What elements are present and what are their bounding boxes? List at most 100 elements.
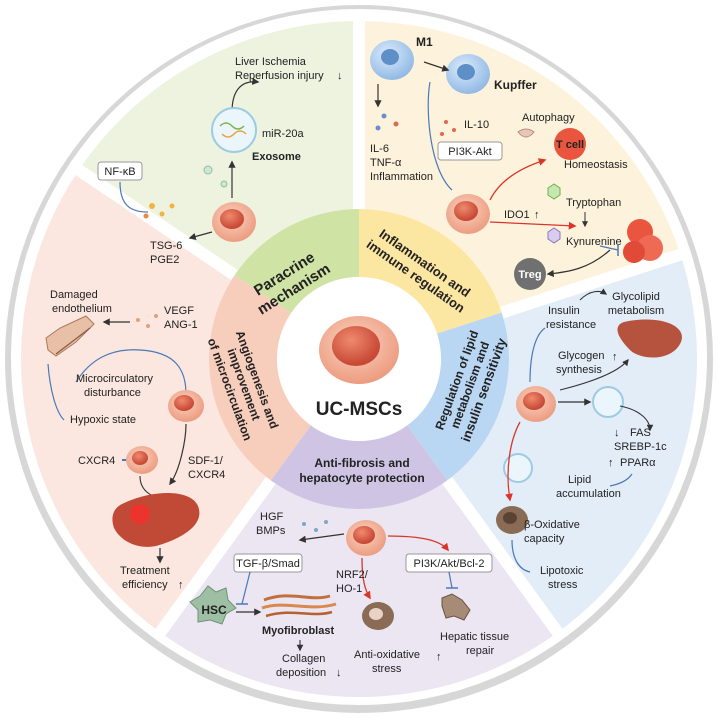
ppar-inhibit-line	[609, 473, 633, 487]
nfkb-box	[97, 161, 143, 181]
stress-label: stress	[548, 579, 578, 591]
disturbance-label: disturbance	[84, 387, 141, 399]
msc-nucleus	[174, 395, 194, 411]
factor-dot	[159, 211, 165, 217]
cxcr4-label: CXCR4	[78, 455, 115, 467]
nrf2-label: NRF2/	[336, 569, 369, 581]
kyn-to-treg-arrow	[546, 249, 611, 278]
inner-ring	[208, 209, 509, 510]
collagen-down-arrow: ↓	[336, 667, 342, 679]
deposition-label: deposition	[276, 667, 326, 679]
autophagosome-icon	[517, 128, 535, 138]
angio-sector-bg	[20, 169, 271, 633]
hsc-icon	[189, 585, 237, 625]
exosome-icon	[211, 107, 257, 153]
srebp-label: SREBP-1c	[614, 441, 667, 453]
cytokine-dot	[375, 125, 381, 131]
center-msc: UC-MSCs	[316, 316, 402, 420]
cxcr4-sdf-label: CXCR4	[188, 469, 225, 481]
homeostasis-label: Homeostasis	[564, 159, 628, 171]
tgf-inhibit-line	[241, 571, 251, 605]
inflammation-label: Inflammation	[370, 171, 433, 183]
repair-label: repair	[466, 645, 494, 657]
msc-pi3k-arrow	[387, 535, 449, 552]
hsc-label: HSC	[201, 603, 227, 617]
msc-nucleus	[523, 392, 545, 410]
antiox-up-arrow: ↑	[436, 651, 442, 663]
hypoxic-label: Hypoxic state	[70, 414, 136, 426]
liver-ischemia-label: Liver Ischemia	[235, 56, 307, 68]
msc-inhibit-line	[75, 349, 187, 395]
tgf-smad-box	[233, 553, 303, 573]
factor-dot	[154, 314, 158, 318]
mirna-squiggle	[219, 122, 245, 130]
insulin-inhibit-line	[529, 327, 546, 383]
lipid-ring-segment	[407, 312, 509, 481]
inner-fibrosis-l2: hepatocyte protection	[299, 471, 424, 485]
t-cell-icon	[554, 128, 586, 160]
vesicle-icon	[203, 165, 213, 175]
anti-oxidative-label: Anti-oxidative	[354, 649, 420, 661]
hepatic-tissue-label: Hepatic tissue	[440, 631, 509, 643]
kynurenine-label: Kynurenine	[566, 236, 622, 248]
nfkb-label: NF-κB	[104, 166, 135, 178]
factor-dot	[314, 528, 318, 532]
fibrosis-sector-bg	[160, 480, 558, 697]
glycolipid-label: Glycolipid	[612, 291, 660, 303]
lipid-label: Lipid	[568, 474, 591, 486]
hepatocyte-nucleus	[369, 608, 383, 620]
msc-nucleus	[220, 209, 244, 229]
msc-nucleus	[454, 201, 478, 221]
fibrosis-ring-segment	[270, 425, 448, 510]
msc-kynurenine-arrow	[489, 221, 577, 230]
msc-hgf-arrow	[298, 533, 345, 543]
factor-dot	[169, 203, 175, 209]
factor-dot	[146, 324, 150, 328]
msc-nrf2-arrow	[361, 557, 371, 600]
lipid-droplet-icon	[503, 453, 533, 483]
factor-dot	[149, 203, 155, 209]
il6-label: IL-6	[370, 143, 389, 155]
lipid-section: Glycolipid metabolism Insulin resistance…	[496, 288, 682, 591]
msc-secretion-arrow	[188, 231, 213, 240]
angio-ring-segment	[208, 275, 311, 481]
hypoxic-inhibit-line	[47, 363, 65, 421]
m1-nucleus	[381, 49, 399, 65]
msc-inhibit-m1-line	[427, 81, 453, 191]
insulin-label: Insulin	[548, 305, 580, 317]
lipotoxic-label: Lipotoxic	[540, 565, 584, 577]
bmps-label: BMPs	[256, 525, 286, 537]
paracrine-section: Liver Ischemia Reperfusion injury ↓ miR-…	[97, 56, 343, 266]
inflammation-section: M1 Kupffer IL-6 TNF-α Inflammation IL-10…	[370, 35, 663, 290]
sector-divider	[499, 248, 685, 319]
il10-dot	[440, 132, 444, 136]
ho1-label: HO-1	[336, 583, 362, 595]
center-nucleus	[332, 326, 380, 366]
glycogen-up-arrow: ↑	[612, 351, 618, 363]
ang1-label: ANG-1	[164, 319, 198, 331]
accumulation-label: accumulation	[556, 488, 621, 500]
tnf-label: TNF-α	[370, 157, 402, 169]
pge2-label: PGE2	[150, 254, 179, 266]
il10-label: IL-10	[464, 119, 489, 131]
sdf-to-liver-arrow	[169, 423, 187, 486]
endothelial-crack	[55, 327, 91, 355]
m1-label: M1	[416, 35, 433, 49]
sector-dividers	[73, 19, 685, 638]
damaged-label: Damaged	[50, 289, 98, 301]
synthesis-label: synthesis	[556, 364, 602, 376]
sector-divider	[442, 476, 564, 638]
nfkb-inhibit-line	[119, 181, 149, 213]
msc-hepatocyte-arrow	[505, 421, 521, 502]
treatment-label: Treatment	[120, 565, 170, 577]
pi3k-inhibit-line	[448, 571, 453, 589]
treg-icon	[514, 258, 546, 290]
factor-dot	[302, 522, 306, 526]
autophagy-label: Autophagy	[522, 112, 575, 124]
tgf-smad-label: TGF-β/Smad	[236, 558, 300, 570]
hgf-label: HGF	[260, 511, 284, 523]
kynurenine-icon	[547, 227, 561, 244]
myofibroblast-fiber	[261, 602, 337, 610]
pi3k-akt-box	[437, 141, 503, 161]
